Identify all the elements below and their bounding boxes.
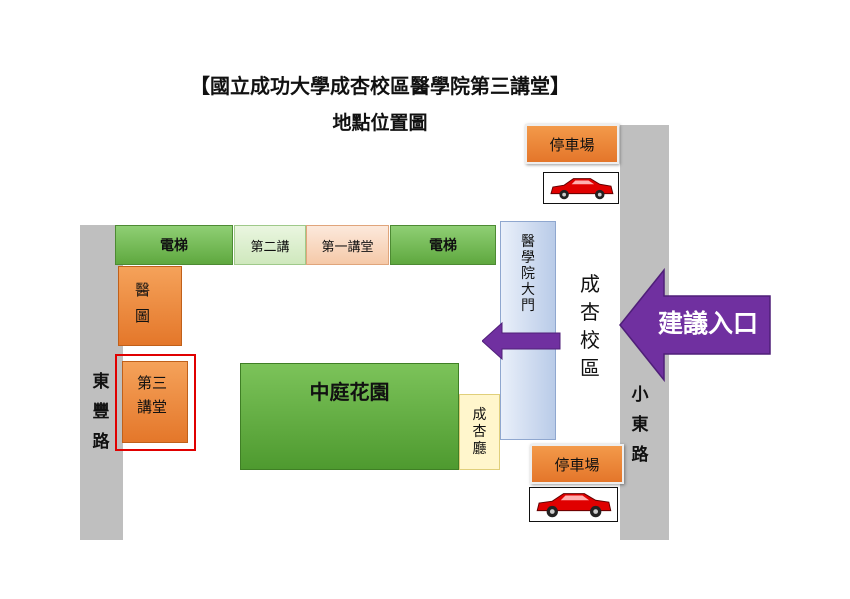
parking-bottom: 停車場	[530, 444, 624, 484]
car-icon-bottom	[529, 487, 618, 522]
lecture-hall-3-highlight	[115, 354, 196, 451]
elevator-right: 電梯	[390, 225, 496, 265]
car-icon-top	[543, 172, 619, 204]
chengxing-hall: 成 杏 廳	[459, 394, 500, 470]
medical-school-gate: 醫 學 院 大 門	[500, 221, 556, 440]
lecture-hall-1: 第一講堂	[306, 225, 389, 265]
parking-top: 停車場	[525, 124, 619, 164]
entrance-label: 建議入口	[657, 309, 758, 338]
central-garden-label: 中庭花園	[309, 380, 390, 404]
dongfeng-road-label: 東 豐 路	[92, 372, 110, 452]
central-garden: 中庭花園	[240, 363, 459, 470]
page-title: 【國立成功大學成杏校區醫學院第三講堂】	[190, 74, 570, 98]
page-subtitle: 地點位置圖	[332, 112, 428, 134]
campus-name: 成 杏 校 區	[580, 272, 600, 380]
medical-library: 醫 圖	[118, 266, 182, 346]
lecture-hall-2: 第二講	[234, 225, 306, 265]
gate-arrow-icon	[482, 321, 561, 361]
lecture-hall-3: 第三 講堂	[122, 361, 188, 443]
xiaodong-road-label: 小 東 路	[631, 385, 649, 465]
elevator-left: 電梯	[115, 225, 233, 265]
entrance-arrow-icon	[619, 268, 771, 382]
